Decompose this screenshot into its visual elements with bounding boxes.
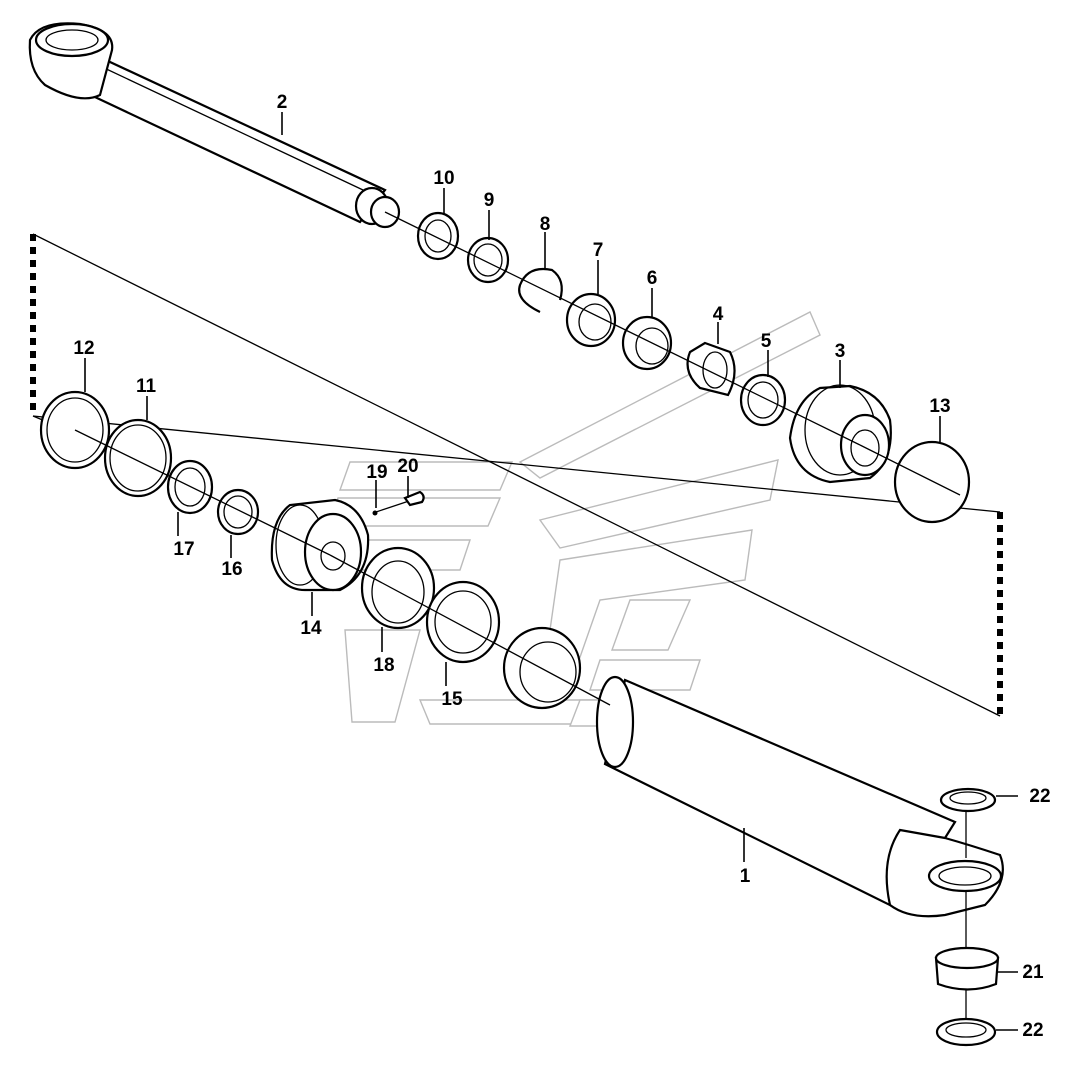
assembly-guide-lines [30, 233, 1003, 717]
callout-2: 2 [277, 92, 288, 113]
callout-15: 15 [441, 689, 463, 710]
callout-6: 6 [647, 268, 658, 289]
bushings [934, 787, 1000, 1047]
callout-13: 13 [929, 396, 950, 417]
callout-16: 16 [221, 559, 242, 580]
callout-14: 14 [300, 618, 322, 639]
callout-4: 4 [713, 304, 724, 325]
piston [270, 490, 425, 592]
callout-10: 10 [433, 168, 454, 189]
axis-lines [74, 211, 967, 1020]
cylinder-barrel [595, 675, 1004, 918]
callout-labels: 2 10 9 8 7 6 4 5 3 13 12 11 17 16 19 20 … [73, 92, 1050, 1041]
callout-18: 18 [373, 655, 394, 676]
callout-3: 3 [835, 341, 846, 362]
callout-11: 11 [136, 376, 157, 397]
piston-rod [28, 22, 401, 229]
callout-22-top: 22 [1029, 786, 1050, 807]
seal-set-left [39, 390, 260, 536]
callout-5: 5 [761, 331, 772, 352]
callout-20: 20 [397, 456, 418, 477]
callout-9: 9 [484, 190, 495, 211]
seal-set-top [416, 211, 787, 427]
callout-12: 12 [73, 338, 94, 359]
callout-7: 7 [593, 240, 604, 261]
callout-8: 8 [540, 214, 551, 235]
callout-1: 1 [740, 866, 751, 887]
leader-lines [84, 112, 1018, 1031]
callout-21: 21 [1022, 962, 1044, 983]
callout-22-bottom: 22 [1022, 1020, 1043, 1041]
callout-17: 17 [173, 539, 194, 560]
callout-19: 19 [366, 462, 387, 483]
